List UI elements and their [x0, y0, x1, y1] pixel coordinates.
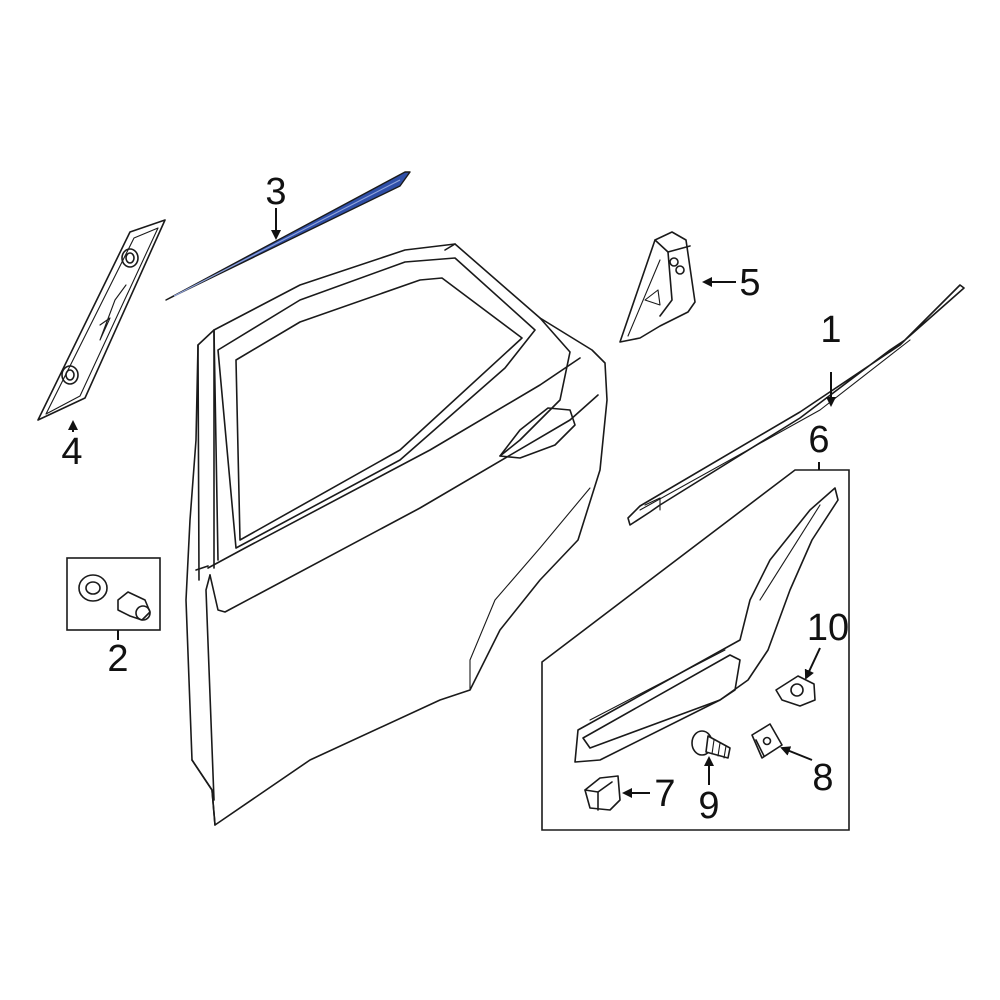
part-10-clip — [775, 675, 816, 707]
part-8-nut — [751, 723, 783, 759]
callout-7: 7 — [654, 773, 675, 815]
callout-6: 6 — [808, 419, 829, 461]
leader-10 — [804, 647, 821, 680]
part-4-pillar-applique — [37, 219, 166, 421]
callout-1: 1 — [820, 309, 841, 351]
rear-door — [185, 243, 608, 826]
leaders — [68, 208, 836, 798]
part-1-long-molding — [627, 284, 965, 526]
callout-9: 9 — [698, 785, 719, 827]
callout-5: 5 — [739, 262, 760, 304]
callout-8: 8 — [812, 757, 833, 799]
part-2-clip-box — [66, 557, 161, 631]
part-5-corner-piece — [619, 231, 696, 343]
part-9-bolt — [691, 730, 731, 759]
part-7-clip — [584, 775, 621, 811]
callout-3: 3 — [265, 171, 286, 213]
callout-10: 10 — [807, 607, 849, 649]
callouts: 1 2 3 4 5 6 7 8 9 10 — [61, 171, 849, 827]
callout-4: 4 — [61, 431, 82, 473]
leader-8 — [780, 746, 813, 761]
part-3-belt-molding — [165, 171, 411, 301]
callout-2: 2 — [107, 638, 128, 680]
part-6-assembly-box — [541, 469, 850, 831]
